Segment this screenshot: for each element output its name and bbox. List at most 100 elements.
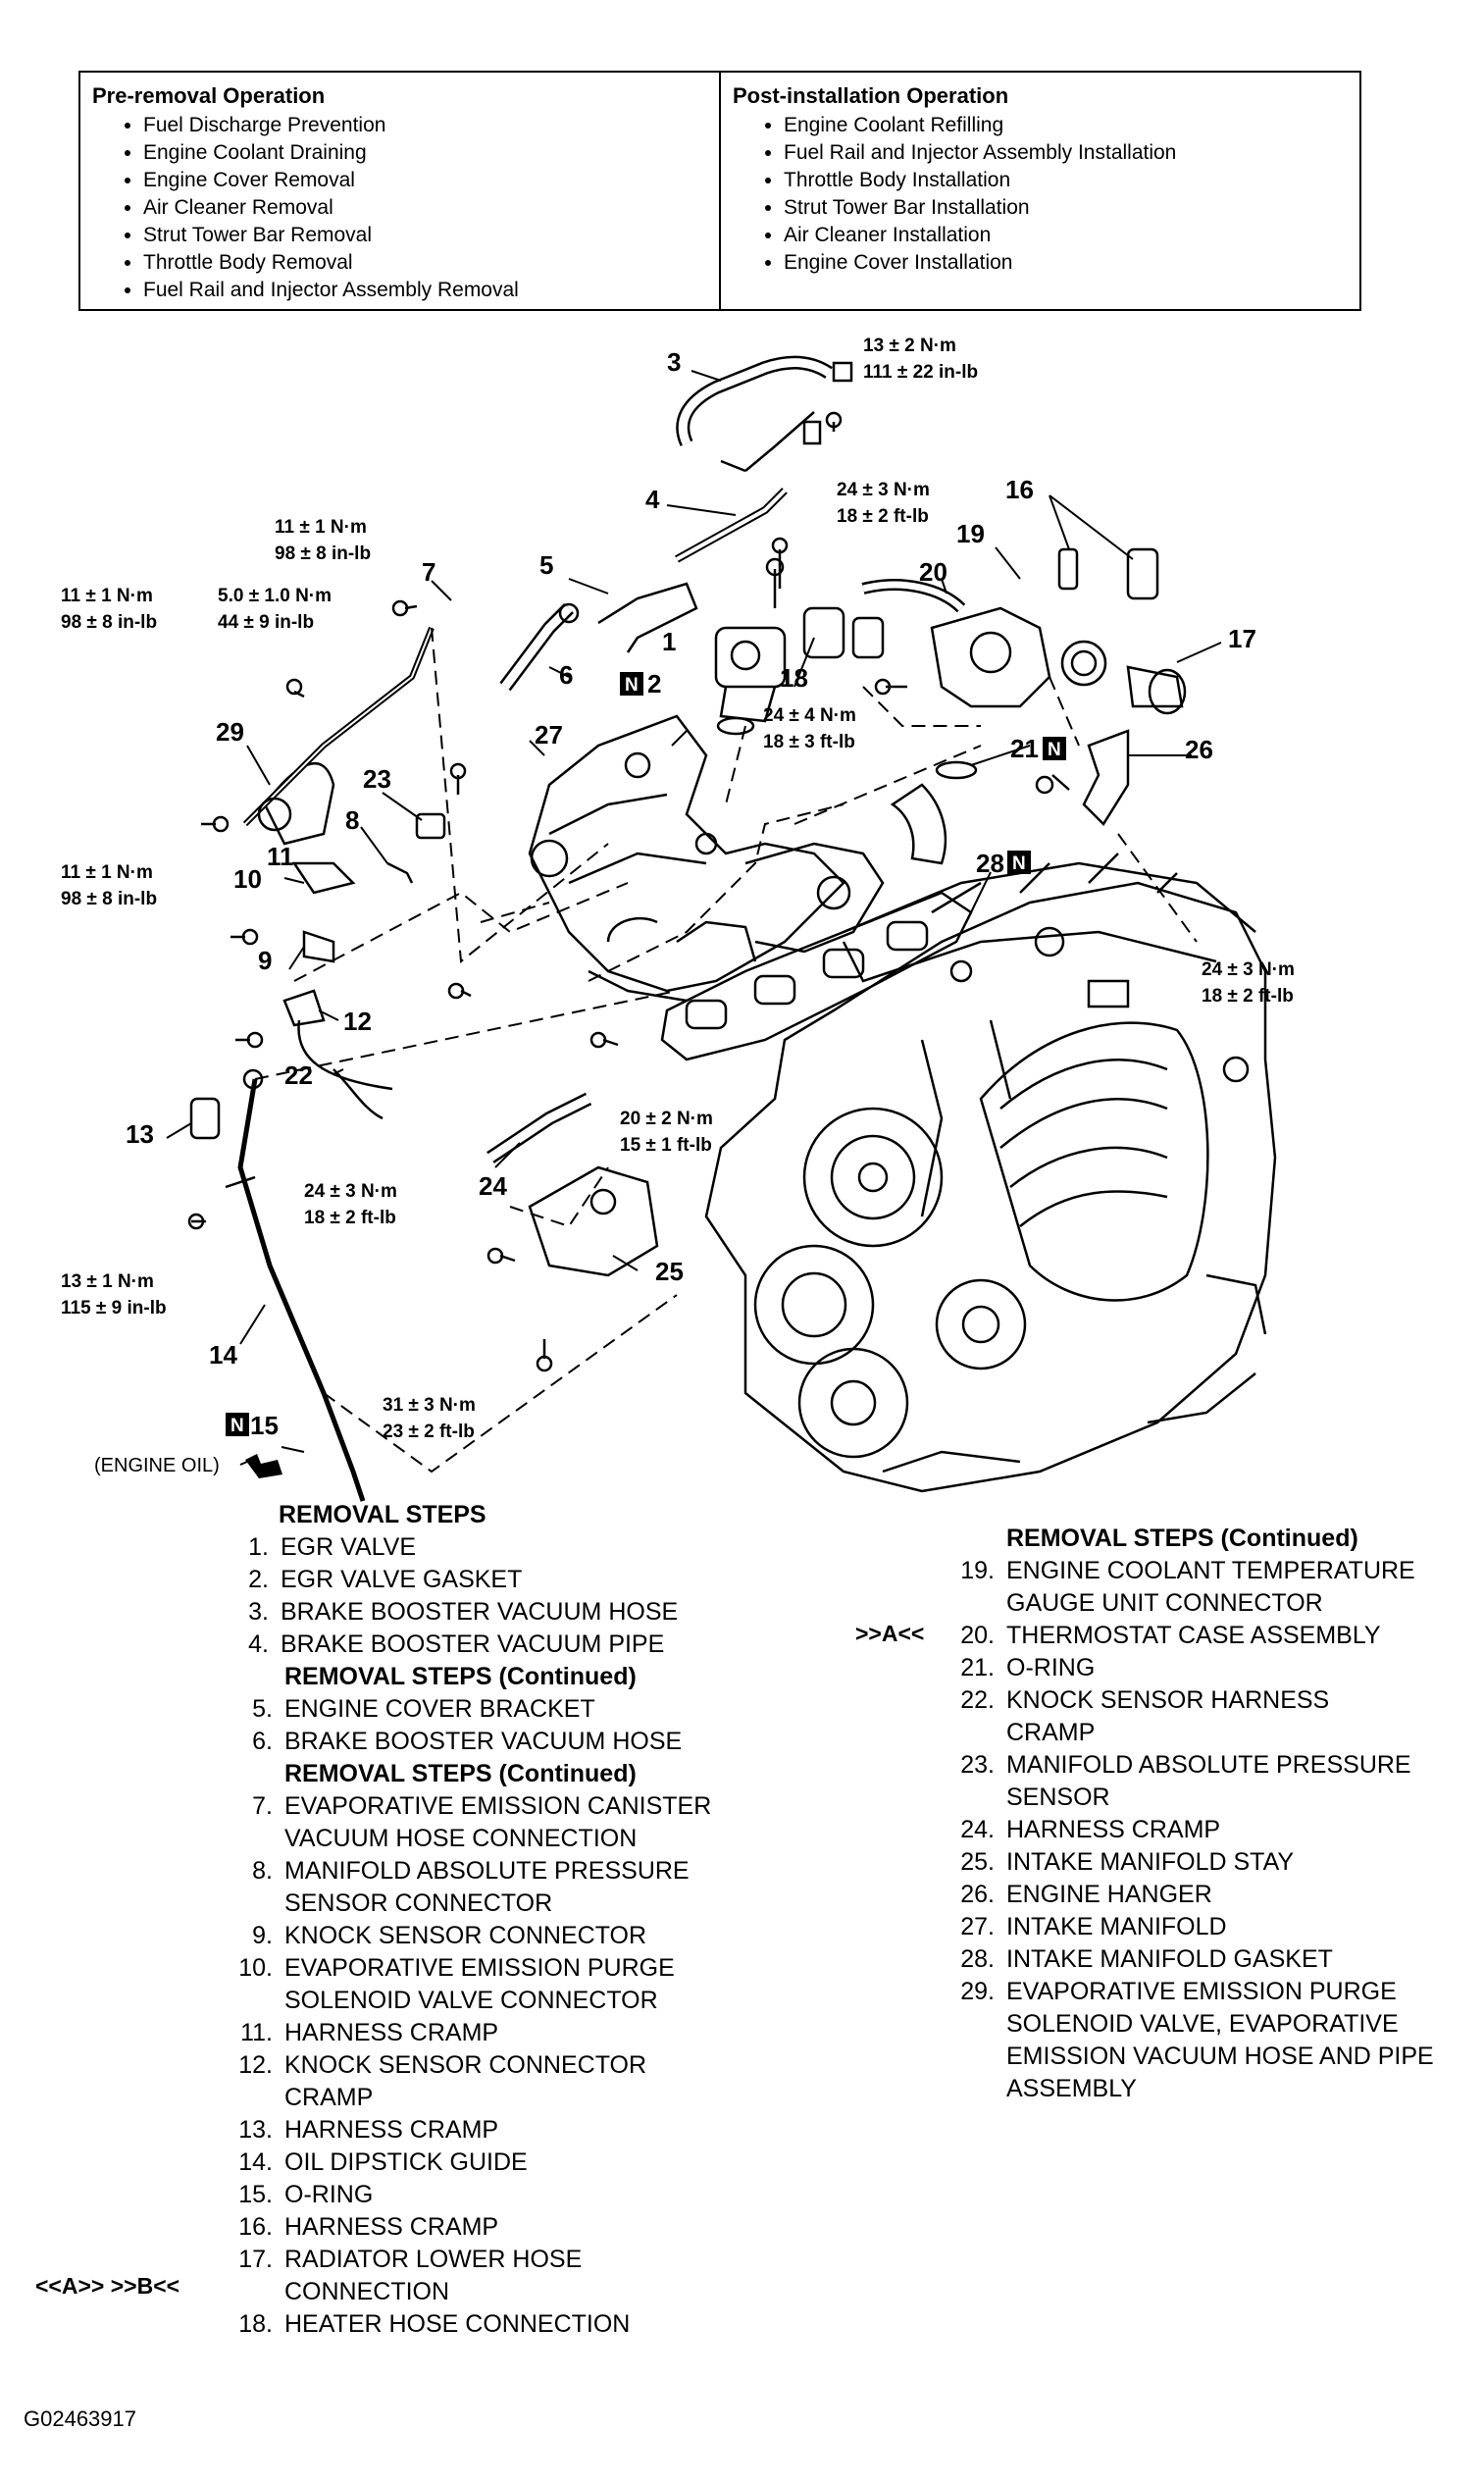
part-labels: 3 4 5 6 7 1 N 2 18 16 19 20 17 21 N 26 2… — [126, 347, 1256, 1440]
post-installation-list: Engine Coolant Refilling Fuel Rail and I… — [733, 112, 1348, 277]
removal-step: 3.BRAKE BOOSTER VACUUM HOSE — [248, 1598, 679, 1626]
removal-step: 4.BRAKE BOOSTER VACUUM PIPE — [248, 1630, 665, 1658]
engine-block-drawing — [704, 853, 1277, 1493]
removal-steps-heading-continued: REMOVAL STEPS (Continued) — [284, 1663, 637, 1690]
pre-removal-heading: Pre-removal Operation — [92, 83, 326, 108]
part-label-7: 7 — [422, 557, 435, 587]
n-marker-21: N — [1043, 737, 1066, 760]
svg-text:N: N — [625, 675, 639, 696]
removal-steps-col2: REMOVAL STEPS (Continued) 19.ENGINE COOL… — [942, 1523, 1452, 2105]
step-20-marks: >>A<< — [855, 1621, 925, 1646]
part-label-13: 13 — [126, 1119, 154, 1149]
operations-table: Pre-removal Operation Fuel Discharge Pre… — [78, 71, 1361, 311]
alignment-lines — [254, 627, 1198, 1474]
removal-step: 1.EGR VALVE — [248, 1533, 417, 1561]
removal-steps-heading: REMOVAL STEPS — [279, 1501, 486, 1528]
removal-step: 26.ENGINE HANGER — [960, 1881, 1212, 1908]
pre-removal-item: Engine Coolant Draining — [143, 139, 707, 167]
post-installation-item: Strut Tower Bar Installation — [784, 194, 1348, 222]
removal-step: 23.MANIFOLD ABSOLUTE PRESSURE SENSOR — [960, 1751, 1411, 1811]
part-label-23: 23 — [363, 764, 391, 794]
dipstick-guide-drawing — [225, 1068, 366, 1502]
part-label-9: 9 — [258, 946, 272, 975]
removal-step: 12.KNOCK SENSOR CONNECTOR CRAMP — [238, 2051, 647, 2111]
solenoid-pipe-assembly-drawing — [242, 626, 435, 846]
removal-step: 7.EVAPORATIVE EMISSION CANISTER VACUUM H… — [252, 1792, 712, 1852]
part-label-17: 17 — [1228, 624, 1256, 653]
removal-step: 20.THERMOSTAT CASE ASSEMBLY — [960, 1622, 1381, 1649]
torque-25-nm: 24 ± 3 N·m — [304, 1181, 397, 1202]
torque-27-nm: 20 ± 2 N·m — [620, 1109, 713, 1129]
oil-can-icon — [239, 1454, 282, 1478]
removal-step: 22.KNOCK SENSOR HARNESS CRAMP — [960, 1686, 1330, 1746]
part-label-4: 4 — [645, 485, 660, 514]
torque-29-nm: 11 ± 1 N·m — [61, 586, 153, 606]
torque-10-nm: 11 ± 1 N·m — [61, 862, 153, 883]
torque-7-inlb: 98 ± 8 in-lb — [275, 543, 371, 564]
torque-7-nm: 11 ± 1 N·m — [275, 517, 367, 538]
removal-step: 6.BRAKE BOOSTER VACUUM HOSE — [252, 1728, 683, 1755]
torque-egr-top-ftlb: 18 ± 2 ft-lb — [837, 506, 929, 527]
figure-code: G02463917 — [24, 2406, 136, 2431]
part-label-18: 18 — [780, 663, 808, 693]
part-label-6: 6 — [559, 660, 573, 690]
removal-step: 2.EGR VALVE GASKET — [248, 1566, 523, 1593]
post-installation-item: Throttle Body Installation — [784, 167, 1348, 194]
part-label-25: 25 — [655, 1257, 684, 1286]
pre-removal-item: Throttle Body Removal — [143, 249, 707, 277]
part-label-15: 15 — [250, 1411, 279, 1440]
torque-25-ftlb: 18 ± 2 ft-lb — [304, 1208, 396, 1228]
torque-13-inlb: 115 ± 9 in-lb — [61, 1298, 167, 1319]
svg-text:N: N — [230, 1416, 244, 1436]
torque-26-nm: 24 ± 3 N·m — [1202, 959, 1295, 980]
pre-removal-item: Fuel Discharge Prevention — [143, 112, 707, 139]
removal-step: 14.OIL DIPSTICK GUIDE — [238, 2148, 528, 2176]
part-label-8: 8 — [345, 805, 359, 835]
part-label-14: 14 — [209, 1340, 237, 1370]
svg-text:N: N — [1012, 853, 1026, 874]
part-label-5: 5 — [539, 550, 553, 580]
part-label-2: 2 — [647, 669, 661, 698]
removal-step: 17.RADIATOR LOWER HOSE CONNECTION — [238, 2246, 583, 2305]
removal-step: 15.O-RING — [238, 2181, 374, 2208]
pre-removal-item: Air Cleaner Removal — [143, 194, 707, 222]
engine-oil-note: (ENGINE OIL) — [94, 1455, 220, 1476]
part-label-19: 19 — [956, 519, 985, 548]
removal-step: 5.ENGINE COVER BRACKET — [252, 1695, 595, 1723]
part-label-22: 22 — [284, 1060, 313, 1090]
thermostat-case-drawing — [861, 579, 1107, 708]
torque-egr-top-nm: 24 ± 3 N·m — [837, 480, 930, 500]
manifold-stay-drawing — [528, 1165, 659, 1277]
removal-step: 25.INTAKE MANIFOLD STAY — [960, 1848, 1295, 1876]
manifold-gasket-drawing — [660, 891, 973, 1061]
vacuum-hose-drawing — [676, 355, 853, 473]
removal-step: 8.MANIFOLD ABSOLUTE PRESSURE SENSOR CONN… — [252, 1857, 690, 1917]
egr-valve-drawing — [714, 557, 787, 723]
part-label-28: 28 — [976, 849, 1004, 878]
part-label-20: 20 — [919, 557, 947, 587]
removal-step: 28.INTAKE MANIFOLD GASKET — [960, 1945, 1333, 1973]
torque-13-nm: 13 ± 1 N·m — [61, 1271, 154, 1292]
part-label-11: 11 — [267, 842, 294, 871]
part-label-24: 24 — [479, 1171, 507, 1201]
torque-26-ftlb: 18 ± 2 ft-lb — [1202, 986, 1294, 1007]
part-label-29: 29 — [216, 717, 244, 747]
torque-stay-ftlb: 23 ± 2 ft-lb — [383, 1422, 475, 1442]
removal-step: 18.HEATER HOSE CONNECTION — [238, 2310, 631, 2338]
removal-step: 11.HARNESS CRAMP — [240, 2019, 499, 2046]
part-label-26: 26 — [1185, 735, 1213, 764]
n-marker-2: N — [620, 672, 643, 696]
intake-manifold-drawing — [528, 714, 885, 1003]
removal-step: 9.KNOCK SENSOR CONNECTOR — [252, 1922, 647, 1949]
torque-3-nm: 13 ± 2 N·m — [863, 336, 956, 356]
n-marker-15: N — [226, 1413, 249, 1436]
pre-removal-column: Pre-removal Operation Fuel Discharge Pre… — [80, 73, 719, 309]
removal-steps-col1: REMOVAL STEPS 1.EGR VALVE 2.EGR VALVE GA… — [224, 1499, 773, 2341]
removal-step: 10.EVAPORATIVE EMISSION PURGE SOLENOID V… — [238, 1954, 675, 2014]
part-label-16: 16 — [1005, 475, 1034, 504]
torque-egr-ftlb: 18 ± 3 ft-lb — [763, 732, 855, 752]
bolt-drawings — [187, 411, 1070, 1372]
torque-27-ftlb: 15 ± 1 ft-lb — [620, 1135, 712, 1156]
part-label-1: 1 — [662, 627, 676, 656]
post-installation-item: Engine Cover Installation — [784, 249, 1348, 277]
